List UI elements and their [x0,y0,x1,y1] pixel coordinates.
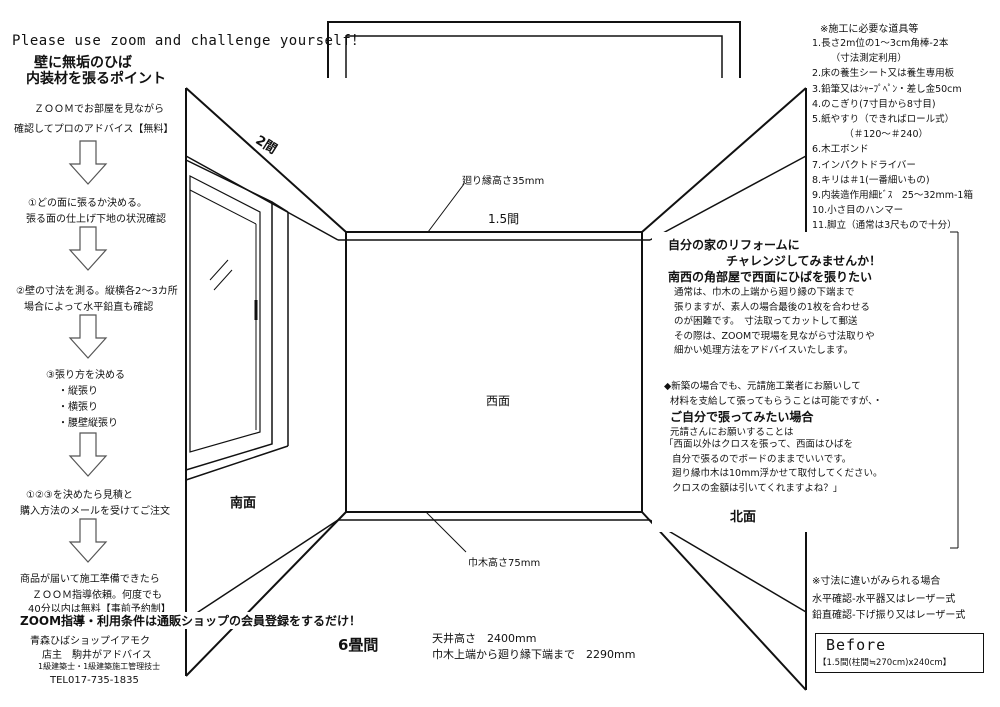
ceiling-height-label: 天井高さ 2400mm [432,632,537,645]
shop-name: 青森ひばショップイアモク [30,636,150,647]
window-outer [185,158,273,472]
title-line2: 内装材を張るポイント [26,71,166,87]
reform-line1: 自分の家のリフォームに [668,238,800,252]
tool-item: （寸法測定利用） [826,53,907,65]
west-wall-label: 西面 [486,394,511,408]
tool-item: 3.鉛筆又はｼｬｰﾌﾟﾍﾟﾝ・差し金50cm [812,83,962,95]
tool-item: 9.内装造作用細ﾋﾞｽ 25～32mm-1箱 [812,190,973,202]
shop-license: 1級建築士・1級建築施工管理技士 [38,662,161,671]
step4-line2: 購入方法のメールを受けてご注文 [20,506,170,517]
tool-item: 7.インパクトドライバー [812,159,916,171]
room-size-label: 6畳間 [338,636,379,654]
molding-left [185,155,339,241]
reform-body: 通常は、巾木の上端から廻り縁の下端まで 張りますが、素人の場合最後の1枚を合わせ… [674,286,875,359]
quote-line: クロスの金額は引いてくれますよね？」 [672,482,843,494]
wall-height-label: 巾木上端から廻り縁下端まで 2290mm [432,648,636,661]
notes-level: 水平確認-水平器又はレーザー式 [812,594,956,605]
tool-item: 4.のこぎり(7寸目から8寸目) [812,98,936,110]
floor-edge-right [641,511,807,691]
baseboard-height-label: 巾木高さ75mm [468,558,541,569]
reform-body-line: 張りますが、素人の場合最後の1枚を合わせる [674,301,870,313]
step4-line1: ①②③を決めたら見積と [26,490,133,501]
leader-molding [427,183,465,233]
baseboard-left [185,519,339,621]
step5-line1: 商品が届いて施工準備できたら [20,574,160,585]
shop-tel: TEL017-735-1835 [50,675,139,686]
ceiling-frame-outer [327,21,741,78]
tools-list: 1.長さ2m位の1～3cm角棒-2本 （寸法測定利用） 2.床の養生シート又は養… [812,36,973,234]
molding-height-label: 廻り縁高さ35mm [462,176,545,187]
window-depth-top [271,201,289,213]
floor-edge-left [185,511,347,677]
diy-quote: 「西面以外はクロスを張って、西面はひばを 自分で張るのでボードのままでいいです。… [664,438,883,496]
new-build-line2: 材料を支給して張ってもらうことは可能ですが、・ [670,396,883,407]
tool-item: 8.キリは＃1(一番細いもの) [812,174,930,186]
tool-item: 6.木工ボンド [812,144,869,156]
reform-line3: 南西の角部屋で西面にひばを張りたい [668,270,873,284]
reform-panel-bg [652,232,950,532]
zoom-line2: 確認してプロのアドバイス【無料】 [14,124,174,135]
step2-line2: 場合によって水平鉛直も確認 [24,302,154,313]
title-line1: 壁に無垢のひば [34,55,132,71]
step1-line1: ①どの面に張るか決める。 [28,198,147,209]
step5-line3: 40分以内は無料【事前予約制】 [28,604,171,615]
notes-plumb: 鉛直確認-下げ振り又はレーザー式 [812,610,966,621]
arrow-down-icon [68,140,108,185]
window-sill [185,445,289,481]
molding-right [649,155,807,241]
step3-item-wainscot: ・腰壁縦張り [58,418,118,429]
step3-title: ③張り方を決める [46,370,125,381]
ceiling-edge-right [641,87,807,233]
quote-line: 自分で張るのでボードのままでいいです。 [672,453,852,465]
ceiling-frame-inner [345,35,723,78]
window-glare [209,259,229,281]
north-wall-label: 北面 [730,510,757,525]
notes-title: ※寸法に違いがみられる場合 [812,576,941,587]
leader-baseboard [425,511,467,553]
step2-line1: ②壁の寸法を測る。縦横各2～3カ所 [16,286,178,297]
reform-body-line: 通常は、巾木の上端から廻り縁の下端まで [674,287,855,298]
before-title: Before [826,636,887,654]
arrow-down-icon [68,518,108,563]
shop-owner: 店主 駒井がアドバイス [42,650,152,661]
reform-body-line: その際は、ZOOMで現場を見ながら寸法取りや [674,330,875,342]
tool-item: （＃120～＃240） [830,129,929,141]
diy-title: ご自分で張ってみたい場合 [670,410,814,424]
baseboard-right [649,519,807,613]
tool-item: 2.床の養生シート又は養生専用板 [812,68,955,80]
step5-line2: ＺＯＯＭ指導依頼。何度でも [32,590,162,601]
window-sash-top [189,189,257,225]
arrow-down-icon [68,314,108,359]
tool-item: 10.小さ目のハンマー [812,205,904,217]
window-glare-2 [213,269,233,291]
diy-lead: 元請さんにお願いすることは [670,427,794,438]
quote-line: 「西面以外はクロスを張って、西面はひばを [664,439,854,450]
step1-line2: 張る面の仕上げ下地の状況確認 [26,214,166,225]
ceiling-edge-left [185,87,347,233]
reform-line2: チャレンジしてみませんか！ [726,254,882,268]
arrow-down-icon [68,226,108,271]
window-inner [189,175,261,453]
before-caption: 【1.5間(柱間≒270cm)x240cm】 [818,658,952,668]
tool-item: 1.長さ2m位の1～3cm角棒-2本 [812,38,949,49]
west-wall-outline [345,231,643,513]
arrow-down-icon [68,432,108,477]
new-build-line1: ◆新築の場合でも、元請施工業者にお願いして [664,381,861,392]
tool-item: 5.紙やすり（できればロール式） [812,114,955,126]
reform-body-line: のが困難です。 寸法取ってカットして郵送 [674,316,858,327]
terms-note: ZOOM指導・利用条件は通販ショップの会員登録をするだけ！ [20,612,362,629]
width-label: 1.5間 [488,212,520,226]
zoom-line1: ＺＯＯＭでお部屋を見ながら [34,104,164,115]
quote-line: 廻り縁巾木は10mm浮かせて取付してください。 [672,468,883,479]
step3-item-vertical: ・縦張り [58,386,98,397]
reform-body-line: 細かい処理方法をアドバイスいたします。 [674,345,854,356]
step3-item-horizontal: ・横張り [58,402,98,413]
challenge-headline: Please use zoom and challenge yourself！ [12,33,366,49]
tool-item: 11.脚立（通常は3尺もので十分） [812,220,957,232]
tools-title: ※施工に必要な道具等 [820,24,919,35]
south-wall-label: 南面 [230,496,257,511]
before-box: Before 【1.5間(柱間≒270cm)x240cm】 [815,633,984,673]
